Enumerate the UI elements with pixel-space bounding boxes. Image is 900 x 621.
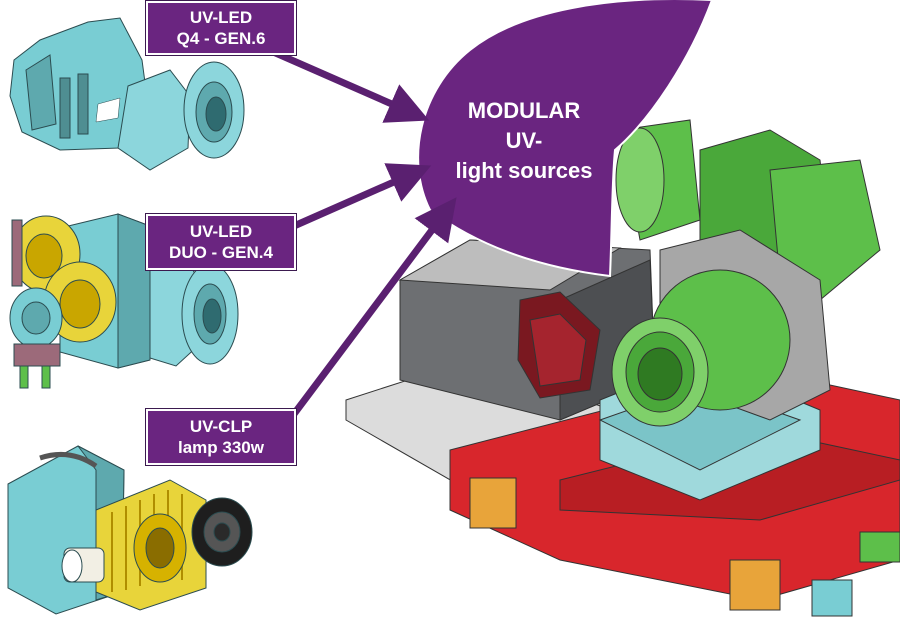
label-uv-led-duo: UV-LED DUO - GEN.4 <box>145 213 297 271</box>
label-clp-line2: lamp 330w <box>178 438 264 457</box>
printer-machine-assembly-icon <box>345 119 900 617</box>
arrow-clp-to-blob <box>291 197 457 417</box>
uv-clp-lamp-module-icon <box>7 445 253 615</box>
uv-led-duo-module-icon <box>9 213 239 389</box>
modular-blob <box>417 0 714 278</box>
label-uv-led-q4: UV-LED Q4 - GEN.6 <box>145 0 297 56</box>
label-q4-line2: Q4 - GEN.6 <box>176 29 266 48</box>
label-duo-line2: DUO - GEN.4 <box>169 243 273 262</box>
uv-led-q4-module-icon <box>9 17 245 171</box>
label-q4-line1: UV-LED <box>189 8 253 27</box>
label-duo-line1: UV-LED <box>189 222 253 241</box>
label-clp-line1: UV-CLP <box>189 417 253 436</box>
center-title: MODULAR UV- light sources <box>432 96 616 186</box>
center-title-line1: MODULAR <box>467 98 581 123</box>
arrow-duo-to-blob <box>292 163 432 230</box>
center-title-line2: UV- <box>505 128 543 153</box>
label-uv-clp: UV-CLP lamp 330w <box>145 408 297 466</box>
center-title-line3: light sources <box>455 158 593 183</box>
